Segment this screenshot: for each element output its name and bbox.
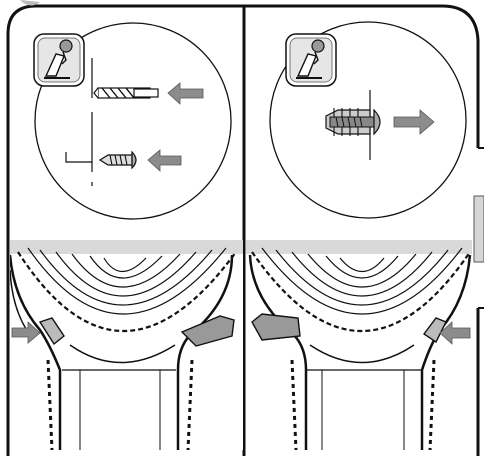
- panel-forward-drilling: [10, 23, 243, 450]
- side-tab: [472, 148, 484, 308]
- drill-screw-mode-icon: [286, 34, 336, 86]
- drill-screw-mode-icon: [34, 34, 84, 86]
- panel-reverse-unscrewing: [246, 22, 472, 450]
- drill-body-right: [246, 240, 472, 450]
- drill-bit-icon: [94, 88, 158, 98]
- drill-body-left: [10, 240, 243, 450]
- rotation-switch-left: [252, 314, 300, 340]
